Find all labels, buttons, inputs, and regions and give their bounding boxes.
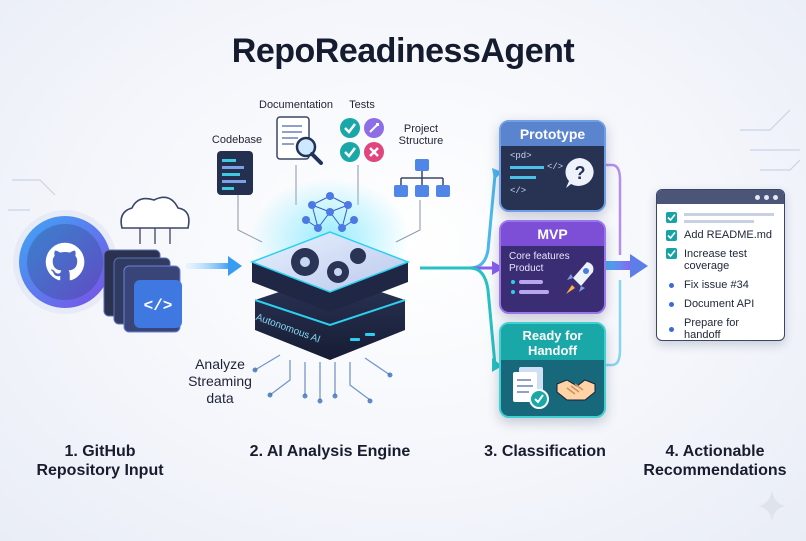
ai-engine-chip — [249, 178, 411, 360]
tests-icon — [340, 118, 384, 162]
prototype-code-close-2: </> — [510, 186, 527, 196]
card-handoff: Ready for Handoff — [499, 322, 606, 418]
codebase-icon — [217, 151, 253, 195]
code-files-stack: </> — [103, 249, 182, 333]
step-2-label: 2. AI Analysis Engine — [249, 443, 411, 460]
step-3-label: 3. Classification — [484, 443, 606, 460]
mvp-bullet — [511, 280, 515, 284]
window-dot-icon — [764, 194, 769, 200]
mvp-bar — [519, 290, 549, 294]
step-1-line-1: 1. GitHub — [64, 443, 136, 460]
bullet-dot-icon — [669, 282, 674, 288]
circuit-traces — [254, 354, 391, 401]
stream-line-3: data — [206, 390, 234, 406]
handshake-icon — [556, 379, 596, 401]
bullet-dot-icon — [669, 326, 674, 332]
step-1-line-2: Repository Input — [36, 462, 164, 479]
rec-item-text: Prepare for handoff — [684, 317, 740, 341]
checkbox-checked-icon — [666, 229, 677, 241]
documentation-icon — [276, 116, 323, 165]
github-icon — [45, 242, 85, 281]
prototype-code-line — [510, 176, 536, 179]
rec-item: Fix issue #34 — [666, 279, 776, 291]
card-mvp: MVP Core features Product — [499, 220, 606, 314]
svg-text:?: ? — [575, 163, 586, 183]
rec-item-text: coverage — [684, 260, 730, 272]
label-tests: Tests — [349, 99, 375, 111]
rec-placeholder-row — [666, 212, 776, 223]
prototype-code-tag: <pd> — [510, 151, 532, 161]
project-structure-icon — [394, 159, 450, 197]
card-prototype-title: Prototype — [501, 122, 604, 146]
rec-item-text: Document API — [684, 298, 755, 310]
svg-text:</>: </> — [144, 297, 173, 315]
card-mvp-title: MVP — [501, 222, 604, 246]
mvp-line-2: Product — [509, 263, 544, 274]
mvp-bullet — [511, 290, 515, 294]
rocket-icon — [566, 262, 594, 294]
step-4-line-2: Recommendations — [643, 462, 787, 479]
rec-item-text: Increase test — [684, 248, 747, 260]
documents-check-icon — [513, 367, 549, 409]
rec-item: Increase test coverage — [666, 248, 776, 272]
step-4-line-1: 4. Actionable — [665, 443, 765, 460]
stream-line-2: Streaming — [188, 373, 252, 389]
arrow-input-to-engine — [185, 256, 242, 276]
step-4-label: 4. Actionable Recommendations — [630, 442, 800, 480]
prototype-code-close: </> — [547, 162, 564, 172]
stream-label: Analyze Streaming data — [180, 356, 260, 407]
checkbox-checked-icon — [666, 248, 677, 259]
card-prototype: Prototype <pd> </> </> ? — [499, 120, 606, 212]
stream-line-1: Analyze — [195, 356, 245, 372]
mvp-line-1: Core features — [509, 251, 570, 262]
label-project-structure-2: Structure — [398, 135, 444, 147]
label-codebase: Codebase — [211, 134, 263, 146]
bullet-dot-icon — [669, 301, 674, 307]
window-dot-icon — [755, 194, 760, 200]
card-handoff-title-1: Ready for — [522, 328, 583, 343]
rec-item: Document API — [666, 298, 776, 310]
page-title: RepoReadinessAgent — [231, 32, 575, 70]
label-documentation: Documentation — [259, 99, 333, 111]
github-circle — [13, 210, 117, 314]
sparkle-icon — [758, 490, 786, 522]
window-titlebar — [657, 190, 784, 204]
prototype-code-line — [510, 166, 544, 169]
cloud-icon — [120, 196, 190, 244]
arrow-to-recommendations — [603, 254, 648, 278]
label-project-structure-1: Project — [403, 123, 439, 135]
rec-item-text: Add README.md — [684, 229, 773, 241]
question-bubble-icon: ? — [565, 158, 594, 188]
rec-placeholder-bar — [684, 212, 774, 223]
rec-item-text: Fix issue #34 — [684, 279, 749, 291]
recommendations-window: Add README.md Increase test coverage Fix… — [656, 189, 785, 341]
step-1-label: 1. GitHub Repository Input — [20, 442, 180, 480]
mvp-bar — [519, 280, 543, 284]
rec-item: Prepare for handoff — [666, 317, 776, 341]
checkbox-checked-icon — [666, 212, 677, 223]
rec-item: Add README.md — [666, 229, 776, 241]
card-handoff-head: Ready for Handoff — [501, 324, 604, 360]
window-dot-icon — [773, 194, 778, 200]
card-handoff-title-2: Handoff — [527, 343, 578, 358]
